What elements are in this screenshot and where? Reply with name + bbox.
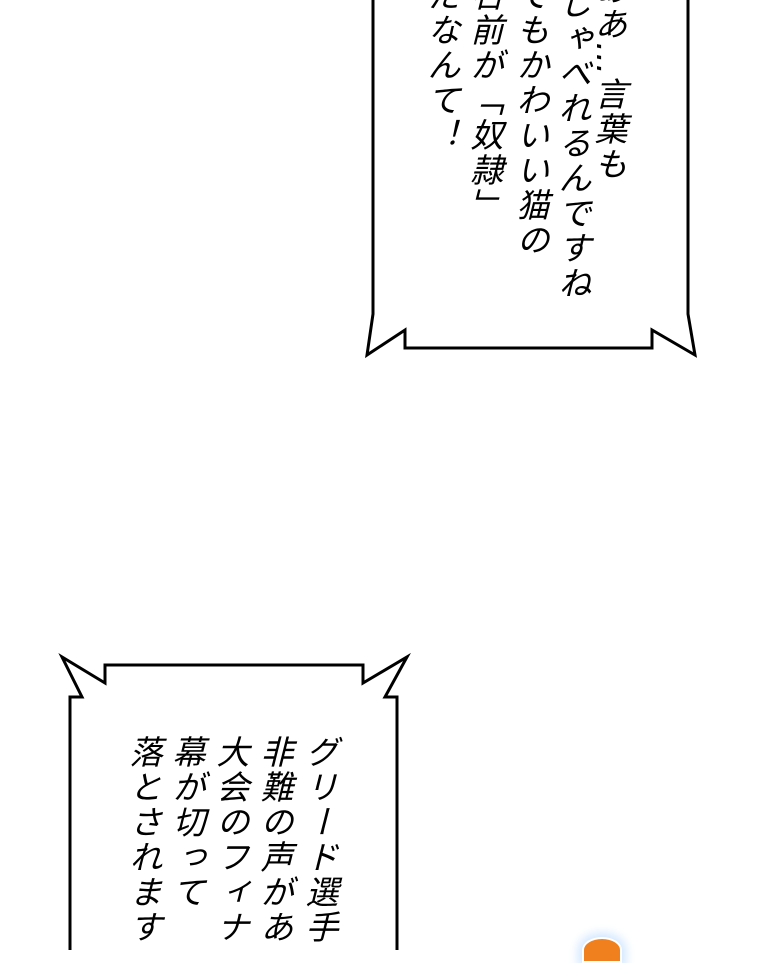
dialogue-line: しゃべれるんですね — [553, 0, 592, 301]
dialogue-line: 幕が切って — [167, 735, 206, 910]
dialogue-line: でもかわいい猫の — [511, 0, 550, 258]
dialogue-line: 名前が「奴隷」 — [465, 0, 504, 223]
speech-bubble-bottom-outline — [58, 652, 411, 950]
dialogue-line: ああ…言葉も — [589, 0, 628, 182]
dialogue-line: グリード選手 — [300, 735, 339, 945]
orange-character-fragment — [582, 937, 622, 963]
speech-bubble-top-outline — [365, 0, 698, 359]
dialogue-line: 落とされます — [124, 735, 163, 945]
dialogue-line: 非難の声があ — [255, 735, 294, 945]
dialogue-line: 大会のフィナ — [211, 735, 250, 945]
dialogue-line: だなんて！ — [422, 0, 461, 153]
